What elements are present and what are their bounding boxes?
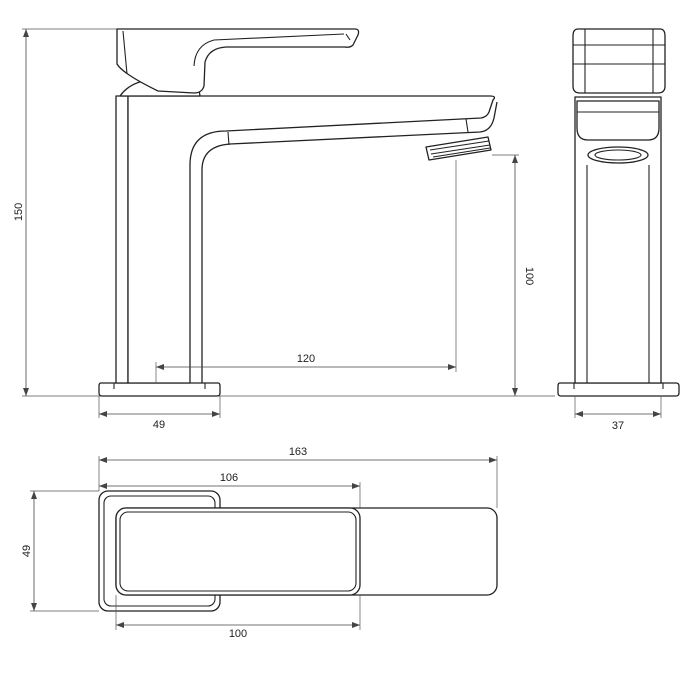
lever-edge-line (122, 30, 128, 75)
lever-top-line (193, 33, 345, 67)
top-lever-handle-segment (115, 507, 361, 596)
dim-label-overall-length: 163 (289, 446, 307, 458)
dim-arrow (99, 411, 107, 417)
faucet-spout-underside (201, 101, 498, 383)
aerator-line (429, 140, 490, 151)
dim-arrow (512, 388, 518, 396)
dim-arrow (512, 155, 518, 163)
side-view: 150 100 120 49 (13, 28, 555, 431)
aerator-line (432, 147, 491, 158)
dim-arrow (23, 29, 29, 37)
dim-arrow (99, 457, 107, 463)
dim-label-base-width: 49 (153, 419, 165, 431)
dim-arrow (23, 388, 29, 396)
front-aerator (587, 146, 649, 164)
faucet-base-plate (98, 382, 221, 397)
front-spout-head (576, 100, 660, 141)
dim-label-body-to-lever: 106 (220, 472, 238, 484)
dim-arrow (448, 364, 456, 370)
front-lever-head (572, 28, 666, 94)
dim-arrow (212, 411, 220, 417)
front-body (574, 96, 662, 384)
dim-arrow (156, 364, 164, 370)
lever-tip-line (345, 33, 351, 41)
faucet-lever-handle (116, 28, 360, 94)
dim-label-front-width: 37 (612, 420, 624, 432)
dim-arrow (31, 603, 37, 611)
dim-arrow (575, 411, 583, 417)
spout-joint-line (227, 131, 230, 146)
dim-label-base-depth: 49 (21, 545, 33, 557)
dim-arrow (31, 491, 37, 499)
front-base-plate (557, 382, 680, 397)
front-view: 37 (557, 28, 680, 432)
spout-joint-line (465, 118, 469, 133)
front-aerator-inner (594, 149, 642, 161)
faucet-body-column (115, 95, 129, 384)
aerator-line (430, 144, 491, 155)
dim-label-reach: 120 (297, 353, 315, 365)
dim-arrow (489, 457, 497, 463)
dim-arrow (352, 622, 360, 628)
dim-label-outlet-height: 100 (523, 267, 535, 285)
dim-label-lever-length: 100 (229, 628, 247, 640)
dim-arrow (653, 411, 661, 417)
dim-arrow (116, 622, 124, 628)
faucet-spout-body (127, 95, 496, 384)
dim-arrow (352, 483, 360, 489)
top-view: 163 106 100 49 (21, 446, 498, 640)
dim-arrow (99, 483, 107, 489)
top-lever-inner-outline (119, 511, 357, 592)
dim-label-total-height: 150 (13, 203, 25, 221)
